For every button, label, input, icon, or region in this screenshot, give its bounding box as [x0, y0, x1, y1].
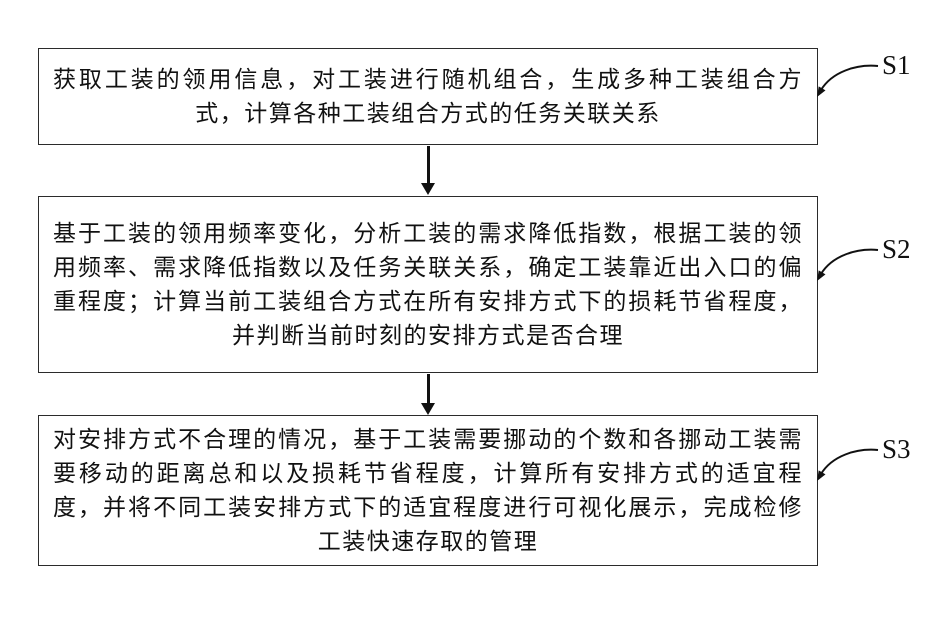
step-box-s1: 获取工装的领用信息，对工装进行随机组合，生成多种工装组合方式，计算各种工装组合方… [38, 48, 818, 145]
step-text-s3: 对安排方式不合理的情况，基于工装需要挪动的个数和各挪动工装需要移动的距离总和以及… [53, 426, 803, 554]
leader-arrow-s2-icon [817, 248, 879, 281]
flow-arrow-1-head [421, 183, 435, 195]
step-text-s1: 获取工装的领用信息，对工装进行随机组合，生成多种工装组合方式，计算各种工装组合方… [53, 66, 803, 126]
step-text-s2: 基于工装的领用频率变化，分析工装的需求降低指数，根据工装的领用频率、需求降低指数… [53, 220, 803, 348]
leader-arrow-s1-icon [817, 64, 879, 97]
step-box-s2: 基于工装的领用频率变化，分析工装的需求降低指数，根据工装的领用频率、需求降低指数… [38, 196, 818, 373]
step-label-s2: S2 [882, 234, 911, 264]
flow-arrow-1 [421, 146, 435, 195]
leader-arrow-s3-icon [817, 448, 879, 481]
step-label-s3: S3 [882, 434, 911, 464]
step-box-s3: 对安排方式不合理的情况，基于工装需要挪动的个数和各挪动工装需要移动的距离总和以及… [38, 415, 818, 566]
flow-arrow-2-head [421, 403, 435, 415]
step-label-s1: S1 [882, 50, 911, 80]
flow-arrow-2-shaft [426, 374, 430, 403]
flow-arrow-2 [421, 374, 435, 415]
flow-arrow-1-shaft [426, 146, 430, 183]
